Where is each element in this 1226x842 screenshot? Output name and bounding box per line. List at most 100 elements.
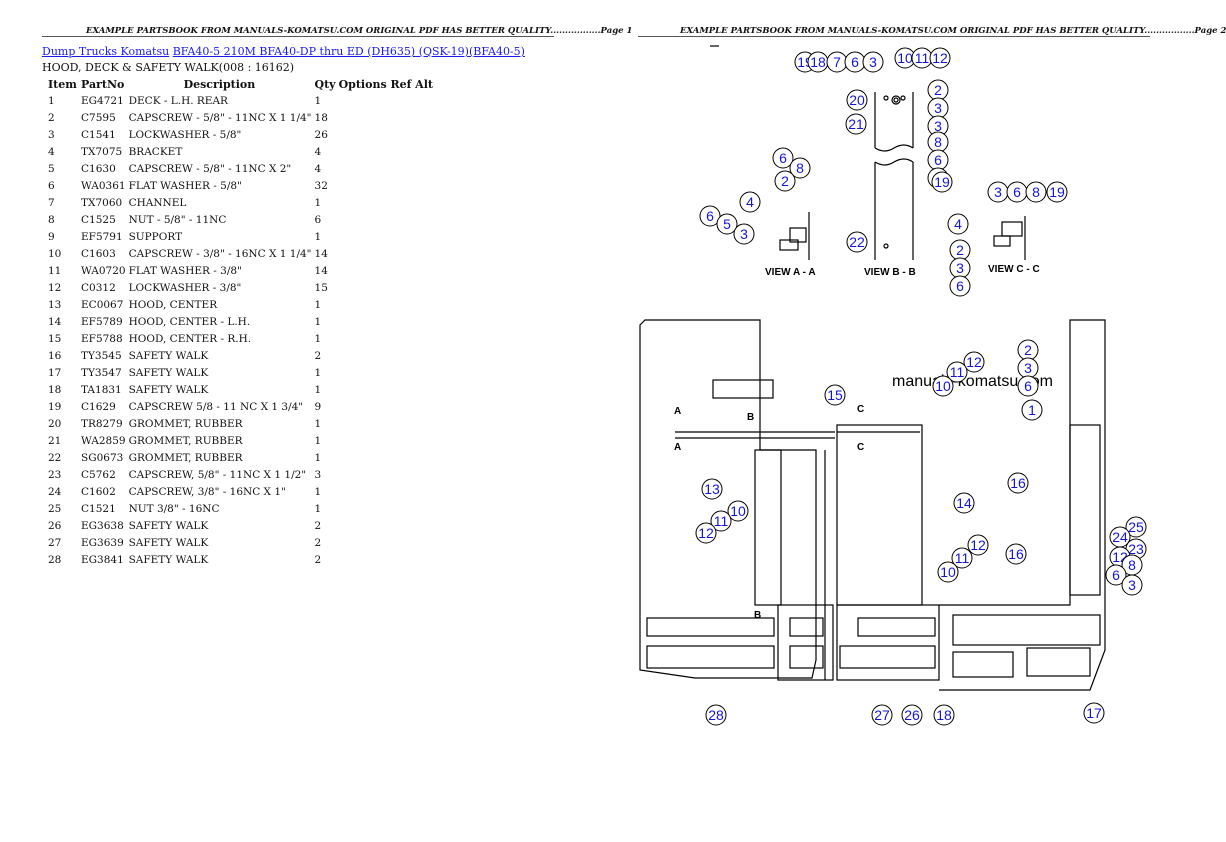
callout-bubble: 6 [927, 149, 949, 171]
callout-number: 12 [970, 537, 986, 553]
callout-bubble: 6 [844, 51, 866, 73]
breadcrumb-link-model[interactable]: BFA40-5 210M BFA40-DP thru ED (DH635) (Q… [172, 45, 525, 58]
callout-number: 3 [956, 260, 964, 276]
callout-number: 3 [1024, 360, 1032, 376]
callout-number: 10 [940, 564, 956, 580]
callout-bubble: 19 [931, 171, 953, 193]
section-title: HOOD, DECK & SAFETY WALK(008 : 16162) [42, 61, 295, 74]
callout-bubble: 12 [929, 47, 951, 69]
cell-options [339, 297, 436, 314]
cell-qty: 1 [314, 452, 322, 464]
cell-qty: 2 [314, 520, 322, 532]
callout-bubble: 3 [927, 97, 949, 119]
callout-number: 11 [915, 50, 930, 66]
callout-number: 25 [1128, 519, 1144, 535]
cell-partno: C1602 [81, 486, 116, 498]
cell-description: NUT - 5/8" - 11NC [128, 214, 227, 226]
callout-bubble: 11 [710, 510, 732, 532]
cell-qty: 1 [314, 95, 322, 107]
callout-number: 20 [849, 92, 865, 108]
cell-description: CAPSCREW, 5/8" - 11NC X 1 1/2" [128, 469, 307, 481]
cell-options [339, 263, 436, 280]
cell-item: 6 [48, 180, 55, 192]
cell-partno: WA0720 [81, 265, 126, 277]
cell-qty: 3 [314, 469, 322, 481]
callout-number: 3 [934, 118, 942, 134]
callout-bubble: 10 [937, 561, 959, 583]
callout-bubble: 6 [949, 275, 971, 297]
cell-partno: TR8279 [81, 418, 123, 430]
cell-item: 8 [48, 214, 55, 226]
cell-description: CAPSCREW - 5/8" - 11NC X 2" [128, 163, 292, 175]
col-header-qty: Qty [314, 78, 336, 91]
cell-partno: C1541 [81, 129, 116, 141]
callout-bubble: 8 [927, 131, 949, 153]
cell-item: 22 [48, 452, 62, 464]
cell-options [339, 552, 436, 569]
callout-number: 6 [779, 150, 787, 166]
cell-item: 10 [48, 248, 62, 260]
cell-item: 11 [48, 265, 62, 277]
cell-qty: 1 [314, 197, 322, 209]
callout-number: 6 [1024, 378, 1032, 394]
cell-item: 17 [48, 367, 62, 379]
cell-options [339, 382, 436, 399]
cell-partno: EC0067 [81, 299, 124, 311]
callout-bubble: 24 [1109, 526, 1131, 548]
callout-number: 12 [932, 50, 948, 66]
header-rule-left [42, 36, 554, 37]
cell-qty: 1 [314, 316, 322, 328]
callout-bubble: 26 [901, 704, 923, 726]
callout-number: 2 [1024, 342, 1032, 358]
cell-item: 24 [48, 486, 62, 498]
callout-bubble: 2 [1017, 339, 1039, 361]
callout-bubble: 12 [695, 522, 717, 544]
cell-item: 4 [48, 146, 55, 158]
callout-number: 2 [956, 242, 964, 258]
callout-bubble: 12 [967, 534, 989, 556]
callout-number: 4 [954, 216, 962, 232]
callout-number: 26 [904, 707, 920, 723]
cell-options [339, 127, 436, 144]
breadcrumb-link-dump-trucks[interactable]: Dump Trucks Komatsu [42, 45, 170, 58]
cell-description: CAPSCREW, 3/8" - 16NC X 1" [128, 486, 286, 498]
callout-number: 10 [897, 50, 913, 66]
callout-bubble: 23 [1125, 538, 1147, 560]
cell-partno: TY3547 [81, 367, 122, 379]
header-rule-right [638, 36, 1150, 37]
cell-description: DECK - L.H. REAR [128, 95, 228, 107]
col-header-item: Item [48, 78, 77, 91]
callout-number: 18 [810, 54, 826, 70]
cell-item: 7 [48, 197, 55, 209]
view-label-a: VIEW A - A [765, 267, 816, 278]
callout-number: 16 [1010, 475, 1026, 491]
cell-qty: 32 [314, 180, 328, 192]
callout-number: 3 [994, 184, 1002, 200]
callout-number: 1 [1028, 402, 1036, 418]
cell-options [339, 535, 436, 552]
cell-partno: EF5791 [81, 231, 123, 243]
callout-bubble: 2 [774, 170, 796, 192]
callout-bubble: 10 [727, 500, 749, 522]
callout-bubble: 20 [846, 89, 868, 111]
cell-qty: 1 [314, 299, 322, 311]
cell-partno: SG0673 [81, 452, 124, 464]
cell-description: HOOD, CENTER - R.H. [128, 333, 252, 345]
callout-bubble: 11 [951, 547, 973, 569]
cell-item: 27 [48, 537, 62, 549]
callout-number: 8 [1128, 557, 1136, 573]
cell-item: 3 [48, 129, 55, 141]
cell-description: GROMMET, RUBBER [128, 418, 243, 430]
cell-qty: 4 [314, 163, 322, 175]
cell-qty: 1 [314, 333, 322, 345]
callout-bubble: 10 [932, 375, 954, 397]
section-markers: A A B B C C [674, 404, 864, 621]
